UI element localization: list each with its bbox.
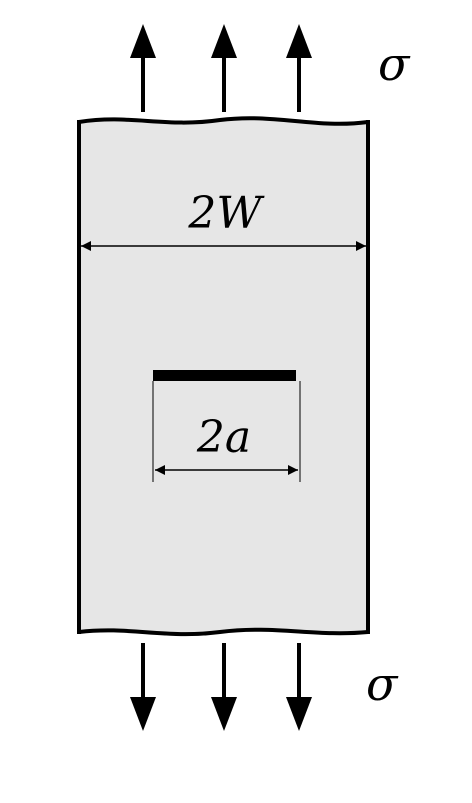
bottom-load-arrow [130,643,156,731]
bottom-load-arrow [211,643,237,731]
top-load-arrow [286,24,312,112]
crack [153,370,296,381]
top-load-arrow [130,24,156,112]
stress-label-bottom: σ [366,657,399,711]
bottom-load-arrow [286,643,312,731]
width-label: 2W [187,188,265,239]
plate-top-edge [78,116,369,126]
bottom-load-arrows [130,643,312,731]
top-load-arrow [211,24,237,112]
plate-bottom-edge [78,627,369,637]
crack-length-label: 2a [196,412,251,463]
top-load-arrows [130,24,312,112]
stress-label-top: σ [378,37,411,91]
